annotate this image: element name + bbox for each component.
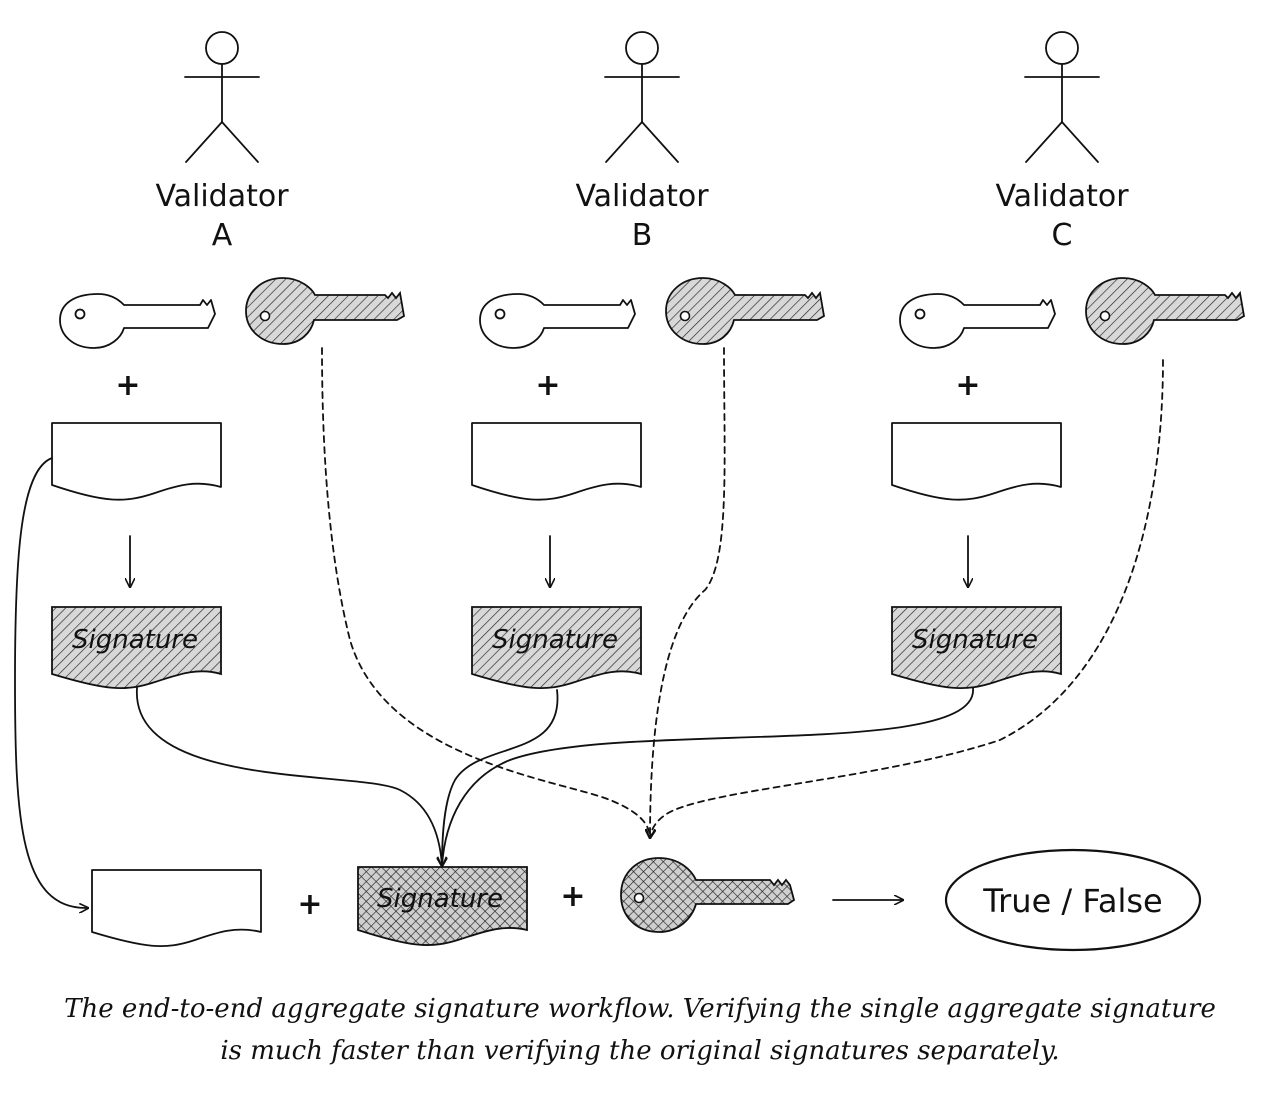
signature-document-icon: Signature	[471, 606, 642, 689]
validator-b: Validator B + Signature	[471, 31, 825, 689]
aggregate-public-key-icon	[620, 857, 796, 933]
plus-sign: +	[955, 368, 980, 403]
private-key-icon	[479, 293, 636, 349]
message-document-icon	[471, 422, 642, 501]
connector-public-key-b	[650, 347, 726, 838]
plus-sign: +	[560, 879, 585, 914]
validator-label: Validator	[575, 179, 709, 214]
result-ellipse: True / False	[944, 848, 1202, 952]
public-key-icon	[665, 277, 825, 345]
validator-label: Validator	[995, 179, 1129, 214]
validator-letter: C	[1052, 218, 1073, 253]
plus-sign: +	[535, 368, 560, 403]
signature-label: Signature	[912, 625, 1038, 655]
plus-sign: +	[115, 368, 140, 403]
public-key-icon	[1085, 277, 1245, 345]
validator-a: Validator A + Signature	[51, 31, 405, 689]
signature-label: Signature	[72, 625, 198, 655]
signature-connectors	[136, 687, 974, 866]
stick-figure-icon	[1024, 31, 1100, 163]
message-document-icon	[891, 422, 1062, 501]
stick-figure-icon	[184, 31, 260, 163]
public-key-connectors	[321, 347, 1164, 838]
result-label: True / False	[982, 882, 1162, 920]
stick-figure-icon	[604, 31, 680, 163]
aggregate-signature-icon: Signature	[357, 866, 528, 946]
verification-row: + Signature + True / False	[91, 848, 1202, 952]
plus-sign: +	[297, 887, 322, 922]
validator-c: Validator C + Signature	[891, 31, 1245, 689]
aggregate-signature-diagram: Validator A + Signature Validator B	[14, 31, 1245, 952]
private-key-icon	[59, 293, 216, 349]
signature-document-icon: Signature	[51, 606, 222, 689]
connector-message	[14, 457, 88, 908]
private-key-icon	[899, 293, 1056, 349]
figure-caption: The end-to-end aggregate signature workf…	[0, 988, 1280, 1072]
caption-line-1: The end-to-end aggregate signature workf…	[64, 994, 1216, 1024]
signature-document-icon: Signature	[891, 606, 1062, 689]
connector-public-key-c	[650, 359, 1164, 838]
connector-signature-c	[442, 687, 974, 866]
public-key-icon	[245, 277, 405, 345]
validator-letter: A	[212, 218, 233, 253]
message-document-icon	[91, 869, 262, 947]
connector-public-key-a	[321, 347, 650, 838]
validator-label: Validator	[155, 179, 289, 214]
aggregate-signature-label: Signature	[377, 884, 503, 914]
signature-label: Signature	[492, 625, 618, 655]
connector-signature-b	[442, 689, 559, 866]
validator-letter: B	[632, 218, 653, 253]
message-document-icon	[51, 422, 222, 501]
caption-line-2: is much faster than verifying the origin…	[220, 1036, 1060, 1066]
connector-signature-a	[136, 687, 442, 866]
